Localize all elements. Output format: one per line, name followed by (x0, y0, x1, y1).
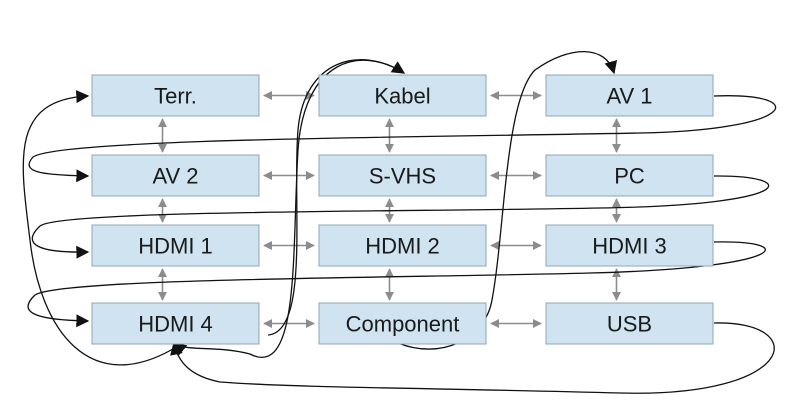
node-kabel: Kabel (318, 74, 487, 117)
cycle-link-hdmi3-hdmi4 (27, 241, 766, 328)
node-label: USB (607, 312, 652, 337)
node-label: HDMI 4 (138, 312, 213, 337)
node-label: HDMI 3 (592, 234, 667, 259)
node-label: Terr. (154, 84, 197, 109)
node-usb: USB (545, 302, 714, 345)
node-svhs: S-VHS (318, 154, 487, 197)
node-box (318, 154, 487, 197)
node-box (91, 74, 260, 117)
node-label: AV 2 (152, 164, 198, 189)
node-box (318, 74, 487, 117)
node-component: Component (318, 302, 487, 345)
cycle-link-pc-hdmi1 (31, 175, 770, 259)
node-box (545, 74, 714, 117)
grid-links (158, 91, 621, 328)
node-label: S-VHS (369, 164, 436, 189)
node-av2: AV 2 (91, 154, 260, 197)
cycle-link-kabel-hdmi4 (172, 59, 405, 358)
cycle-link-hdmi4-terr (22, 90, 179, 366)
node-box (318, 224, 487, 267)
node-hdmi1: HDMI 1 (91, 224, 260, 267)
node-box (91, 302, 260, 345)
node-hdmi2: HDMI 2 (318, 224, 487, 267)
node-label: AV 1 (606, 84, 652, 109)
node-box (545, 154, 714, 197)
node-box (545, 302, 714, 345)
node-hdmi3: HDMI 3 (545, 224, 714, 267)
node-label: PC (614, 164, 645, 189)
node-box (91, 154, 260, 197)
node-label: Component (346, 312, 460, 337)
node-pc: PC (545, 154, 714, 197)
node-av1: AV 1 (545, 74, 714, 117)
nodes: Terr. Kabel AV 1 AV 2 S-VHS PC HDMI 1 HDMI 2 HDM… (91, 74, 714, 345)
node-label: HDMI 1 (138, 234, 213, 259)
node-terr: Terr. (91, 74, 260, 117)
cycle-link-usb-hdmi4 (170, 322, 775, 394)
node-label: Kabel (374, 84, 430, 109)
node-box (318, 302, 487, 345)
node-box (545, 224, 714, 267)
node-label: HDMI 2 (365, 234, 440, 259)
cycle-link-av1-av2 (28, 95, 776, 183)
node-box (91, 224, 260, 267)
node-hdmi4: HDMI 4 (91, 302, 260, 345)
